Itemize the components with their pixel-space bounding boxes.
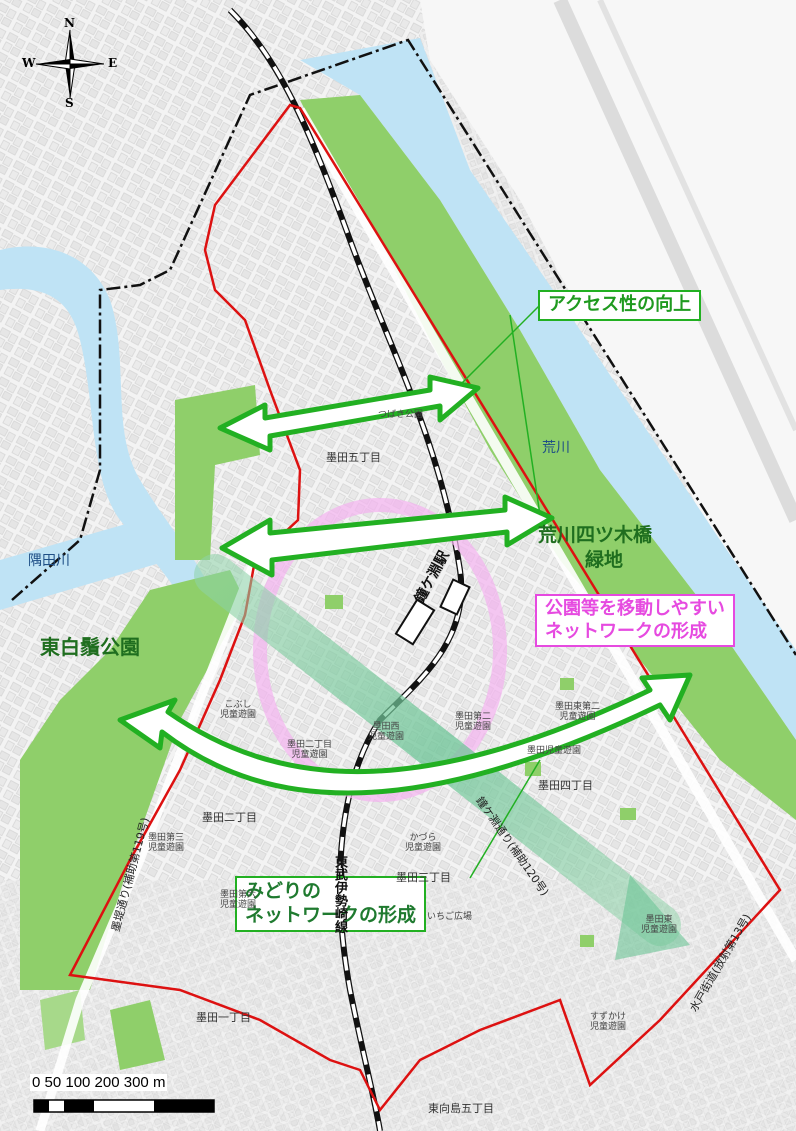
sumida2-playground-label: 墨田二丁目 児童遊園 — [287, 740, 332, 761]
scale-bar: 0 50 100 200 300 m — [30, 1074, 220, 1124]
suzukake-label-2: 児童遊園 — [590, 1022, 627, 1033]
kobushi-label: こぶし 児童遊園 — [220, 700, 256, 721]
arakawa-label: 荒川 — [542, 440, 570, 456]
access-arrows — [117, 374, 693, 796]
green-network-line-2: ネットワークの形成 — [245, 903, 417, 926]
tsubaki-park-label: つばき公園 — [378, 410, 424, 420]
sumida-higashi-label-2: 児童遊園 — [641, 925, 678, 936]
higashi-shirahige-park — [20, 570, 245, 990]
park-patch — [525, 762, 541, 776]
sumida-dai6-label: 墨田第六 児童遊園 — [220, 890, 256, 911]
sumida-dai2-label: 墨田第二 児童遊園 — [455, 712, 491, 733]
suzukake-label-1: すずかけ — [590, 1012, 627, 1022]
district-sumida2: 墨田二丁目 — [202, 811, 257, 824]
sumida-higashi-label: 墨田東 児童遊園 — [641, 915, 677, 936]
park-patch — [620, 808, 636, 820]
compass-west: W — [22, 56, 36, 70]
kobushi-label-1: こぶし — [224, 700, 252, 710]
sumida-dai6-label-2: 児童遊園 — [220, 900, 257, 911]
sumida-dai2-label-1: 墨田第二 — [455, 712, 492, 722]
access-arrow-1 — [217, 374, 481, 453]
compass-rose: N S E W — [22, 16, 117, 110]
sumida2-playground-label-2: 児童遊園 — [291, 750, 328, 761]
sumida-higashi-dai2-label-1: 墨田東第二 — [555, 702, 601, 712]
callout-connectors — [459, 299, 546, 879]
sumida-river-lower — [0, 520, 170, 610]
outer-boundary — [11, 38, 796, 656]
district-sumida5: 墨田五丁目 — [326, 451, 381, 464]
expressway-2 — [597, 0, 796, 432]
sumida-higashi-label-1: 墨田東 — [645, 915, 673, 925]
bokutei-road — [35, 558, 260, 1131]
suzukake-label: すずかけ 児童遊園 — [590, 1012, 626, 1033]
park-patch — [560, 678, 574, 690]
higashi-shirahige-park-label: 東白鬚公園 — [40, 635, 140, 659]
sumida-dai3-label-1: 墨田第三 — [148, 833, 185, 843]
compass-east: E — [108, 56, 118, 70]
east-open-area — [420, 0, 796, 720]
sumida-higashi-dai2-label-2: 児童遊園 — [559, 712, 596, 723]
access-arrow-2 — [219, 494, 555, 578]
railway-label: 東武伊勢崎線 — [331, 855, 347, 933]
district-sumida4: 墨田四丁目 — [538, 779, 593, 792]
green-network-callout: みどりの ネットワークの形成 — [235, 876, 427, 932]
scale-bar-labels: 0 50 100 200 300 m — [30, 1074, 168, 1091]
compass-north: N — [64, 16, 75, 30]
pink-focus-circle — [253, 498, 507, 802]
kobushi-label-2: 児童遊園 — [220, 710, 257, 721]
station-platform — [439, 578, 471, 616]
mito-kaido-road — [295, 107, 796, 963]
park-network-callout: 公園等を移動しやすい ネットワークの形成 — [535, 594, 735, 647]
sumida-nishi-label-1: 墨田西 — [372, 722, 400, 732]
sumida-dai2-label-2: 児童遊園 — [455, 722, 492, 733]
sumida-nishi-label-2: 児童遊園 — [368, 732, 405, 743]
sumida-dai3-label: 墨田第三 児童遊園 — [148, 833, 184, 854]
green-band-arrowhead — [615, 875, 690, 960]
sumida-river — [0, 246, 215, 620]
kazura-label: かづら 児童遊園 — [405, 833, 441, 854]
green-network-line-1: みどりの — [245, 880, 322, 902]
access-arrow-3 — [117, 672, 693, 796]
sumida-nishi-label: 墨田西 児童遊園 — [368, 722, 404, 743]
kazura-label-2: 児童遊園 — [405, 843, 442, 854]
compass-south: S — [65, 96, 74, 110]
park-network-line-1: 公園等を移動しやすい — [545, 598, 725, 619]
station-building — [394, 598, 436, 646]
park-network-line-2: ネットワークの形成 — [545, 620, 707, 642]
park-patch — [325, 595, 343, 609]
sumida-river-label: 隅田川 — [28, 553, 70, 569]
railway-dash — [228, 8, 463, 1131]
sumida-dai3-label-2: 児童遊園 — [148, 843, 185, 854]
scale-bar-graphic — [33, 1099, 215, 1113]
project-boundary — [68, 103, 782, 1113]
green-network-band — [194, 554, 681, 946]
access-callout: アクセス性の向上 — [538, 290, 702, 321]
compass-icon — [35, 29, 105, 99]
expressway — [553, 0, 796, 523]
sumida-jido-label: 墨田児童遊園 — [527, 746, 582, 756]
arakawa-yotsugi-label-1: 荒川四ツ木橋 — [538, 524, 653, 546]
sumida-higashi-dai2-label: 墨田東第二 児童遊園 — [555, 702, 600, 723]
arakawa-yotsugi-label-2: 緑地 — [585, 549, 624, 571]
park-patch — [580, 935, 594, 947]
small-park-sw — [110, 1000, 165, 1070]
district-sumida3: 墨田三丁目 — [396, 871, 451, 884]
kazura-label-1: かづら — [409, 833, 437, 843]
ichigo-label: いちご広場 — [427, 912, 473, 922]
district-higashimukojima5: 東向島五丁目 — [428, 1102, 494, 1115]
district-sumida1: 墨田一丁目 — [196, 1011, 251, 1024]
sumida-dai6-label-1: 墨田第六 — [220, 890, 257, 900]
sumida2-playground-label-1: 墨田二丁目 — [287, 740, 333, 750]
